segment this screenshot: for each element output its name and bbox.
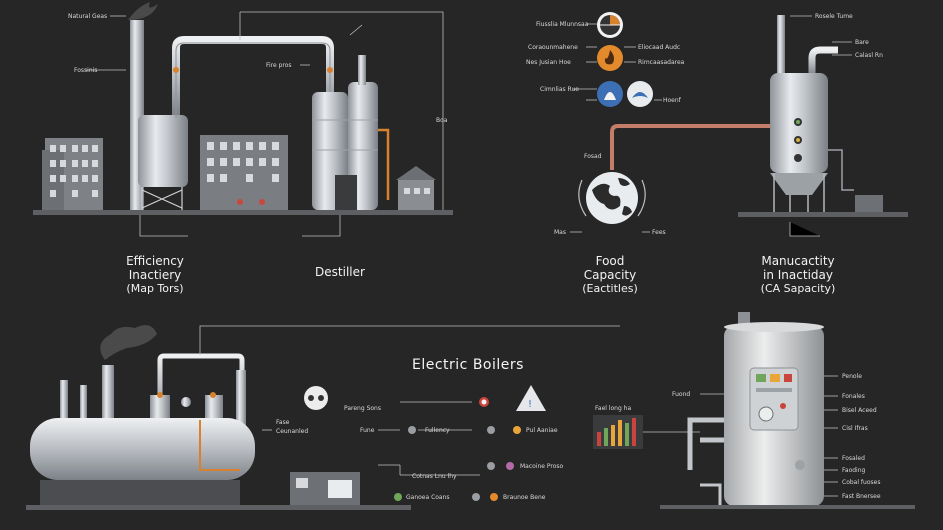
heater-label-left: Fuond — [672, 391, 691, 398]
efficiency-caption-line2: Inactiery — [128, 268, 182, 282]
heater-label-r2: Fonales — [842, 393, 865, 400]
small-building — [396, 166, 436, 210]
refinery-plant — [33, 2, 453, 237]
food-label-row3-right: Rimcaasadarea — [638, 59, 685, 66]
ebk-label-row1: Pareng Sons — [344, 405, 381, 412]
heater-label-r3: Bisel Aceed — [842, 407, 877, 414]
middle-building — [200, 135, 288, 210]
manufacturing-vessel — [738, 15, 908, 237]
food-caption-line1: Food — [595, 254, 625, 268]
food-section — [570, 12, 780, 233]
warning-triangle-icon — [516, 385, 546, 411]
water-heater — [660, 312, 915, 509]
food-caption-line2: Capacity — [583, 268, 637, 282]
food-label-row4-right: Hoenf — [663, 97, 681, 104]
mini-bar-chart — [593, 415, 700, 449]
refinery-label-stack: Natural Geas — [68, 13, 108, 20]
electric-boilers-title: Electric Boilers — [412, 357, 524, 373]
food-caption-line3: (Eactitles) — [582, 282, 638, 295]
heater-label-r4: Cisl Ifras — [842, 425, 868, 432]
globe-icon — [578, 172, 646, 224]
gauge-icon — [597, 12, 623, 38]
manuf-label-right2: Calasl Rn — [855, 52, 883, 59]
ebk-label-row2-b: Fullency — [425, 427, 450, 434]
efficiency-caption-line1: Efficiency — [126, 254, 184, 268]
food-label-globe-top: Fosad — [584, 153, 602, 160]
electric-boiler-legend: ! — [378, 385, 700, 501]
food-label-globe-left: Mas — [554, 229, 566, 236]
ebk-label-left-a: Fase — [276, 419, 290, 426]
refinery-label-tower: Boa — [436, 117, 448, 124]
ebk-label-row3-a: Cotnas Lnu lhy — [412, 473, 457, 480]
distillation-towers — [312, 55, 390, 210]
food-label-row2-left: Coraounmahene — [528, 44, 578, 51]
efficiency-caption-line3: (Map Tors) — [126, 282, 184, 295]
heater-label-r1: Penole — [842, 373, 862, 380]
ebk-label-row2-c: Pul Aaniae — [526, 427, 558, 434]
left-building — [42, 138, 103, 210]
control-panel-icon — [304, 386, 328, 410]
storage-tank — [138, 115, 188, 187]
ebk-label-row3-b: Macoine Proso — [520, 463, 564, 470]
ebk-label-row2-a: Fune — [360, 427, 375, 434]
heater-label-r6: Faoding — [842, 467, 866, 474]
manufacturing-caption-line3: (CA Sapacity) — [760, 282, 836, 295]
food-label-row1: Fiusslia Mlunnsaa — [536, 21, 589, 28]
ebk-label-row4-b: Braunoe Bene — [503, 494, 546, 501]
steam-icon — [627, 81, 653, 107]
heater-label-r7: Cobal fuoses — [842, 479, 881, 486]
manuf-label-top: Rosele Tume — [815, 13, 853, 20]
svg-text:!: ! — [528, 399, 532, 410]
electric-boiler — [26, 325, 620, 510]
ebk-label-row4-a: Ganoea Coans — [406, 494, 450, 501]
heater-label-r5: Fosaled — [842, 455, 865, 462]
ebk-label-left-b: Ceunanled — [276, 428, 309, 435]
food-label-globe-right: Fees — [652, 229, 666, 236]
refinery-label-left: Fossinis — [74, 67, 98, 74]
refinery-label-pipe: Fire pros — [266, 62, 292, 69]
ebk-graph-label: Fael long ha — [595, 405, 632, 412]
distiller-caption: Destiller — [315, 265, 365, 279]
manufacturing-caption-line1: Manucactity — [761, 254, 835, 268]
water-drop-icon — [597, 81, 623, 107]
heater-label-r8: Fast Bnersee — [842, 493, 881, 500]
food-label-row2-right: Eliocaad Audc — [638, 44, 681, 51]
manuf-label-right1: Bare — [855, 39, 869, 46]
manufacturing-caption-line2: in Inactiday — [763, 268, 833, 282]
food-label-row4-left: Cimnlias Rue — [540, 86, 579, 93]
flame-icon — [597, 45, 623, 71]
food-label-row3-left: Nes Jusian Hoe — [526, 59, 571, 66]
